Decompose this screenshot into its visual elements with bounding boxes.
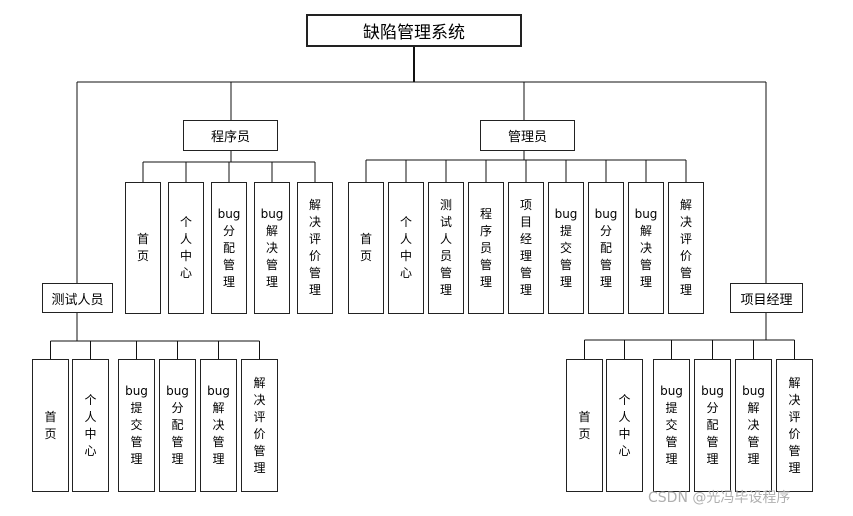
- module-label: bug 分 配 管 理: [701, 384, 724, 466]
- module-label: 程 序 员 管 理: [479, 206, 492, 289]
- module-label: 首 页: [136, 232, 149, 263]
- module-label: bug 解 决 管 理: [742, 384, 765, 466]
- root-node: 缺陷管理系统: [306, 14, 522, 47]
- module-node-programmer-1: 首 页: [125, 182, 161, 314]
- module-label: bug 解 决 管 理: [260, 206, 284, 289]
- module-label: bug 分 配 管 理: [166, 384, 189, 466]
- module-label: bug 分 配 管 理: [594, 206, 618, 289]
- module-node-tester-1: 首 页: [32, 359, 69, 492]
- module-node-tester-5: bug 解 决 管 理: [200, 359, 237, 492]
- module-node-pm-4: bug 分 配 管 理: [694, 359, 731, 492]
- module-label: bug 提 交 管 理: [660, 384, 683, 466]
- module-node-pm-3: bug 提 交 管 理: [653, 359, 690, 492]
- module-node-programmer-2: 个 人 中 心: [168, 182, 204, 314]
- module-label: 首 页: [359, 232, 372, 263]
- module-node-admin-1: 首 页: [348, 182, 384, 314]
- module-node-tester-4: bug 分 配 管 理: [159, 359, 196, 492]
- role-node-programmer: 程序员: [183, 120, 278, 151]
- module-label: bug 分 配 管 理: [217, 206, 241, 289]
- module-label: bug 提 交 管 理: [125, 384, 148, 466]
- module-node-pm-6: 解 决 评 价 管 理: [776, 359, 813, 492]
- module-label: bug 提 交 管 理: [554, 206, 578, 289]
- module-node-pm-1: 首 页: [566, 359, 603, 492]
- module-node-admin-3: 测 试 人 员 管 理: [428, 182, 464, 314]
- module-label: 个 人 中 心: [399, 215, 412, 280]
- module-label: 解 决 评 价 管 理: [253, 375, 266, 475]
- module-node-admin-4: 程 序 员 管 理: [468, 182, 504, 314]
- role-node-project-manager: 项目经理: [730, 283, 803, 313]
- module-node-tester-6: 解 决 评 价 管 理: [241, 359, 278, 492]
- module-node-admin-5: 项 目 经 理 管 理: [508, 182, 544, 314]
- module-node-admin-9: 解 决 评 价 管 理: [668, 182, 704, 314]
- watermark: CSDN @光冯毕设程序: [648, 490, 791, 506]
- role-node-admin: 管理员: [480, 120, 575, 151]
- module-node-admin-8: bug 解 决 管 理: [628, 182, 664, 314]
- module-label: 解 决 评 价 管 理: [308, 198, 321, 297]
- module-node-programmer-4: bug 解 决 管 理: [254, 182, 290, 314]
- module-node-tester-2: 个 人 中 心: [72, 359, 109, 492]
- module-label: 首 页: [578, 409, 591, 441]
- module-label: 个 人 中 心: [179, 215, 192, 280]
- module-label: 解 决 评 价 管 理: [679, 198, 692, 297]
- module-label: 个 人 中 心: [84, 392, 97, 458]
- module-label: bug 解 决 管 理: [634, 206, 658, 289]
- module-node-admin-7: bug 分 配 管 理: [588, 182, 624, 314]
- module-label: 个 人 中 心: [618, 392, 631, 458]
- module-label: 首 页: [44, 409, 57, 441]
- module-node-programmer-3: bug 分 配 管 理: [211, 182, 247, 314]
- module-label: bug 解 决 管 理: [207, 384, 230, 466]
- module-label: 解 决 评 价 管 理: [788, 375, 801, 475]
- module-label: 项 目 经 理 管 理: [519, 198, 532, 297]
- module-node-pm-5: bug 解 决 管 理: [735, 359, 772, 492]
- module-node-pm-2: 个 人 中 心: [606, 359, 643, 492]
- module-label: 测 试 人 员 管 理: [439, 198, 452, 297]
- module-node-tester-3: bug 提 交 管 理: [118, 359, 155, 492]
- role-node-tester: 测试人员: [42, 283, 113, 313]
- module-node-admin-2: 个 人 中 心: [388, 182, 424, 314]
- module-node-admin-6: bug 提 交 管 理: [548, 182, 584, 314]
- module-node-programmer-5: 解 决 评 价 管 理: [297, 182, 333, 314]
